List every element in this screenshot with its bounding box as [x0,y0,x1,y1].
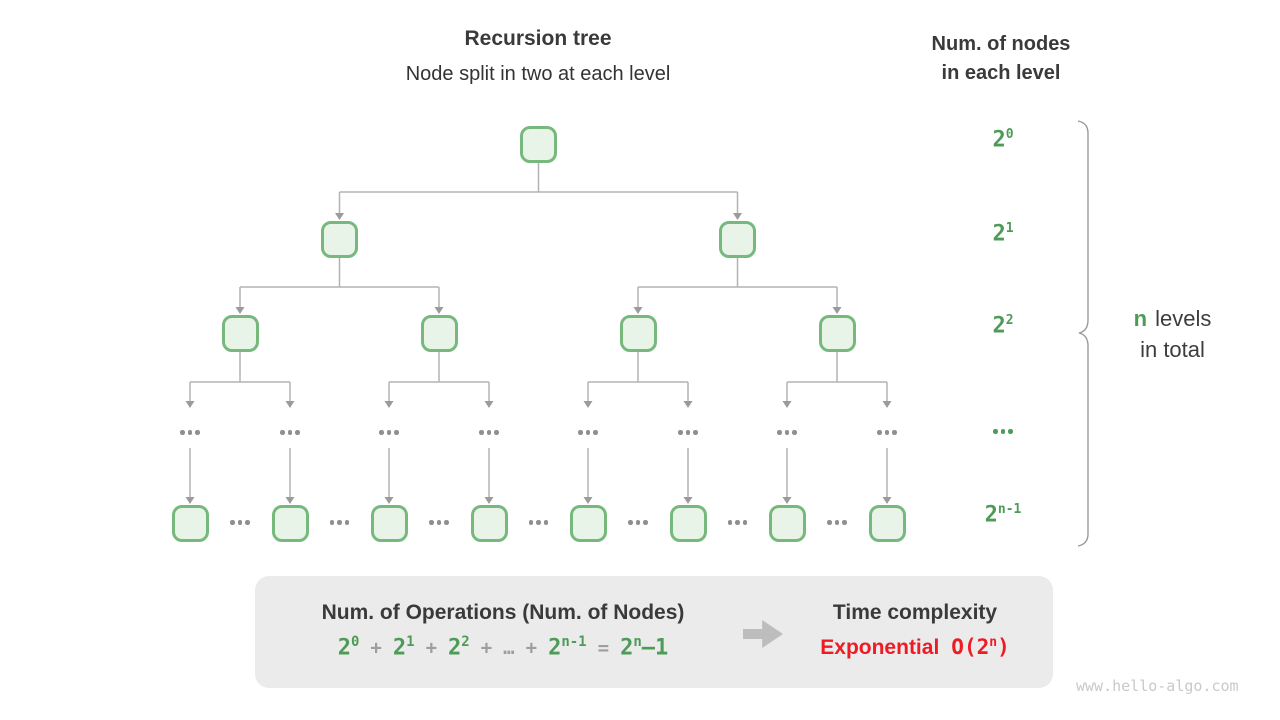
diagram-subtitle: Node split in two at each level [405,63,671,85]
formula-term: + [370,637,382,660]
watermark: www.hello-algo.com [1076,677,1239,695]
arrowhead-icon [185,497,195,504]
tree-node [171,505,209,542]
tree-node [619,315,657,352]
ellipsis-icon [428,520,450,525]
nodes-per-level-header-line2: in each level [941,62,1061,84]
ellipsis-icon [876,430,898,435]
ellipsis-icon [478,430,500,435]
formula-term: 22 [448,634,470,661]
formula-term: 2n-1 [548,634,587,661]
ellipsis-icon [329,520,351,525]
formula-term: 2n–1 [620,634,669,661]
brace-icon [1077,120,1089,547]
arrowhead-icon [484,497,494,504]
ellipsis-icon [577,430,599,435]
n-variable: n [1133,306,1148,331]
ellipsis-icon [992,429,1014,434]
operations-formula: 20 +21 +22 + … +2n-1 = 2n–1 [283,634,723,660]
arrowhead-icon [882,401,892,408]
ellipsis-icon [378,430,400,435]
time-complexity-heading: Time complexity [832,601,998,624]
arrowhead-icon [633,307,643,314]
arrowhead-icon [235,307,245,314]
tree-node [520,126,557,163]
level-count-label: 20 [992,127,1014,153]
tree-node [221,315,259,352]
arrowhead-icon [335,213,344,220]
arrowhead-icon [683,497,693,504]
tree-node [321,221,358,258]
ellipsis-icon [179,430,201,435]
level-count-label: 22 [992,313,1014,339]
complexity-notation: O(2n) [951,635,1010,659]
tree-node [420,315,458,352]
summary-box [255,576,1053,688]
arrowhead-icon [384,401,394,408]
ellipsis-icon [229,520,251,525]
arrowhead-icon [882,497,892,504]
ellipsis-icon [826,520,848,525]
arrowhead-icon [832,307,842,314]
tree-node [370,505,408,542]
ellipsis-icon [727,520,749,525]
formula-term: = [597,637,610,660]
level-count-label: 21 [992,221,1014,247]
tree-node [470,505,508,542]
nodes-per-level-header-line1: Num. of nodes [931,33,1071,55]
total-levels-line2: in total [1140,337,1205,362]
nodes-per-level-header: Num. of nodes in each level [881,30,1121,88]
arrowhead-icon [384,497,394,504]
tree-node [569,505,607,542]
arrowhead-icon [782,497,792,504]
tree-node [818,315,856,352]
ellipsis-icon [528,520,550,525]
arrowhead-icon [185,401,195,408]
tree-node [271,505,309,542]
tree-node [768,505,806,542]
arrowhead-icon [583,497,593,504]
formula-term: + [425,637,438,660]
formula-term: … [503,637,515,660]
formula-term: + [525,637,538,660]
ellipsis-icon [776,430,798,435]
arrowhead-icon [782,401,792,408]
arrowhead-icon [434,307,444,314]
tree-node [868,505,906,542]
formula-term: 20 [337,634,360,661]
ellipsis-icon [627,520,649,525]
level-count-label: 2n-1 [984,502,1022,528]
complexity-word: Exponential [820,636,940,659]
formula-term: 21 [392,634,415,661]
time-complexity-value: Exponential O(2n) [795,635,1035,660]
arrowhead-icon [285,401,295,408]
tree-node [719,221,756,258]
diagram-title: Recursion tree [464,27,612,50]
formula-term: + [480,637,493,660]
arrowhead-icon [484,401,494,408]
arrowhead-icon [733,213,742,220]
levels-word: levels [1155,306,1212,331]
arrowhead-icon [583,401,593,408]
arrowhead-icon [285,497,295,504]
arrowhead-icon [683,401,693,408]
ellipsis-icon [279,430,301,435]
ellipsis-icon [677,430,699,435]
tree-node [669,505,707,542]
operations-heading: Num. of Operations (Num. of Nodes) [321,601,685,624]
